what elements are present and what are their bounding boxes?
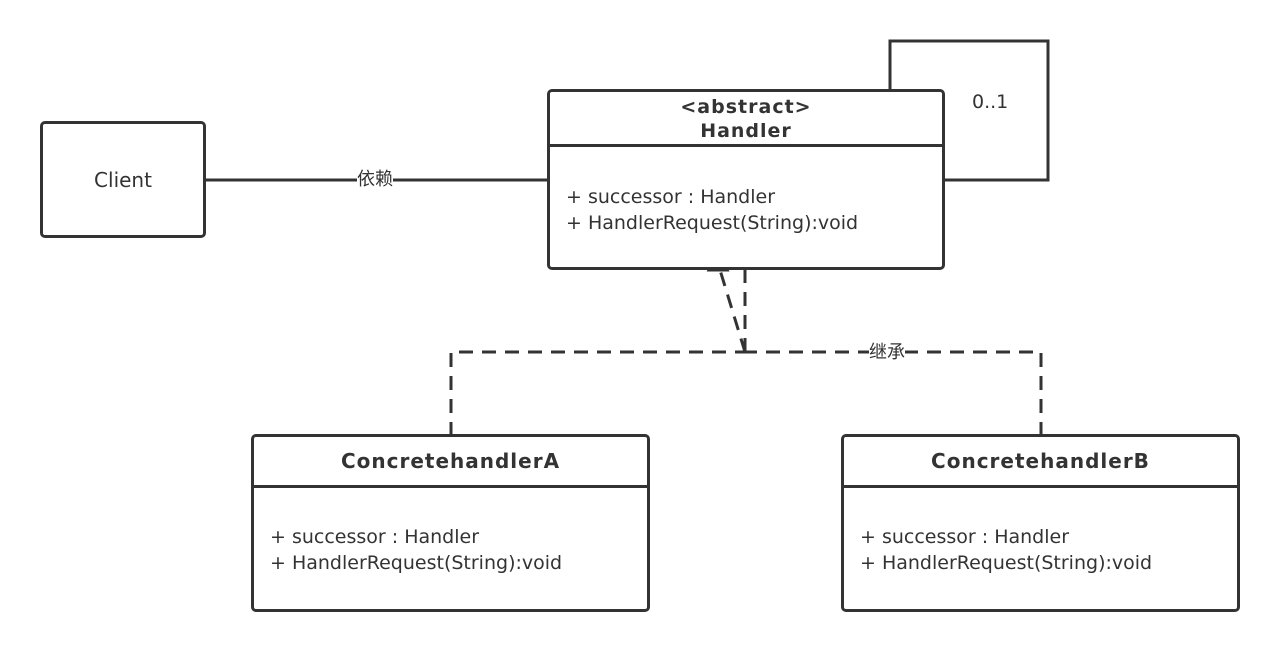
concrete-handler-a-body: + successor : Handler + HandlerRequest(S… (254, 488, 647, 576)
client-label: Client (94, 167, 152, 192)
handler-class-header: <abstract> Handler (550, 92, 942, 147)
inheritance-label: 继承 (869, 342, 905, 363)
concrete-handler-b-body: + successor : Handler + HandlerRequest(S… (844, 488, 1237, 576)
inheritance-line-a[interactable] (449, 350, 745, 436)
dependency-label: 依赖 (357, 169, 393, 190)
concrete-handler-a-name: ConcretehandlerA (340, 449, 561, 473)
self-association-line[interactable] (888, 39, 1050, 182)
concrete-handler-a-class[interactable]: ConcretehandlerA + successor : Handler +… (251, 434, 650, 612)
inheritance-trunk-left (718, 269, 747, 353)
concrete-handler-b-header: ConcretehandlerB (844, 437, 1237, 488)
concrete-handler-a-attribute: + successor : Handler (270, 526, 480, 548)
self-multiplicity-label: 0..1 (972, 91, 1009, 113)
handler-method: + HandlerRequest(String):void (566, 212, 859, 234)
handler-class-name: Handler (700, 120, 792, 142)
handler-class-body: + successor : Handler + HandlerRequest(S… (550, 147, 942, 236)
concrete-handler-b-class[interactable]: ConcretehandlerB + successor : Handler +… (841, 434, 1240, 612)
concrete-handler-a-header: ConcretehandlerA (254, 437, 647, 488)
concrete-handler-b-name: ConcretehandlerB (931, 449, 1150, 473)
handler-class[interactable]: <abstract> Handler + successor : Handler… (547, 89, 945, 270)
client-box[interactable]: Client (40, 121, 206, 238)
handler-stereotype: <abstract> (680, 96, 812, 118)
concrete-handler-a-method: + HandlerRequest(String):void (270, 552, 563, 574)
inheritance-line-b[interactable] (745, 350, 1043, 436)
handler-attribute: + successor : Handler (566, 186, 776, 208)
concrete-handler-b-attribute: + successor : Handler (860, 526, 1070, 548)
concrete-handler-b-method: + HandlerRequest(String):void (860, 552, 1153, 574)
